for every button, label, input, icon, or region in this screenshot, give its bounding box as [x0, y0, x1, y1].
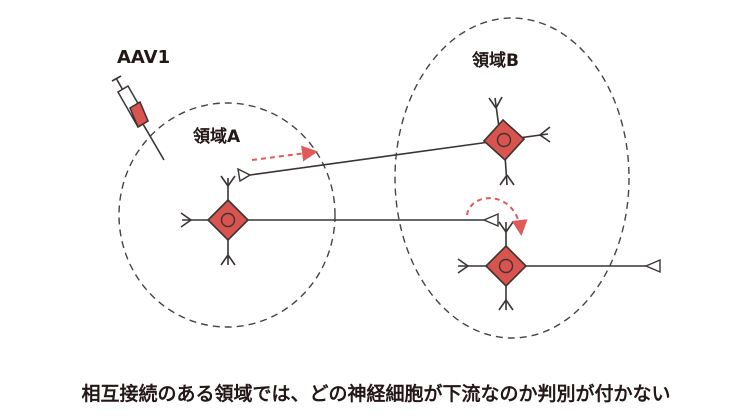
neuron-region-b-upper — [237, 96, 551, 186]
region-b-label: 領域B — [472, 50, 519, 71]
caption: 相互接続のある領域では、どの神経細胞が下流なのか判別が付かない — [81, 382, 670, 405]
region-a-label: 領域A — [193, 126, 241, 147]
region-b-boundary — [394, 17, 630, 339]
syringe-icon — [111, 75, 165, 161]
neuron-region-a — [180, 175, 499, 266]
projection-arrow — [251, 145, 318, 162]
aav1-label: AAV1 — [117, 47, 170, 68]
region-a-boundary — [118, 102, 336, 328]
neuron-region-b-lower — [457, 221, 661, 311]
